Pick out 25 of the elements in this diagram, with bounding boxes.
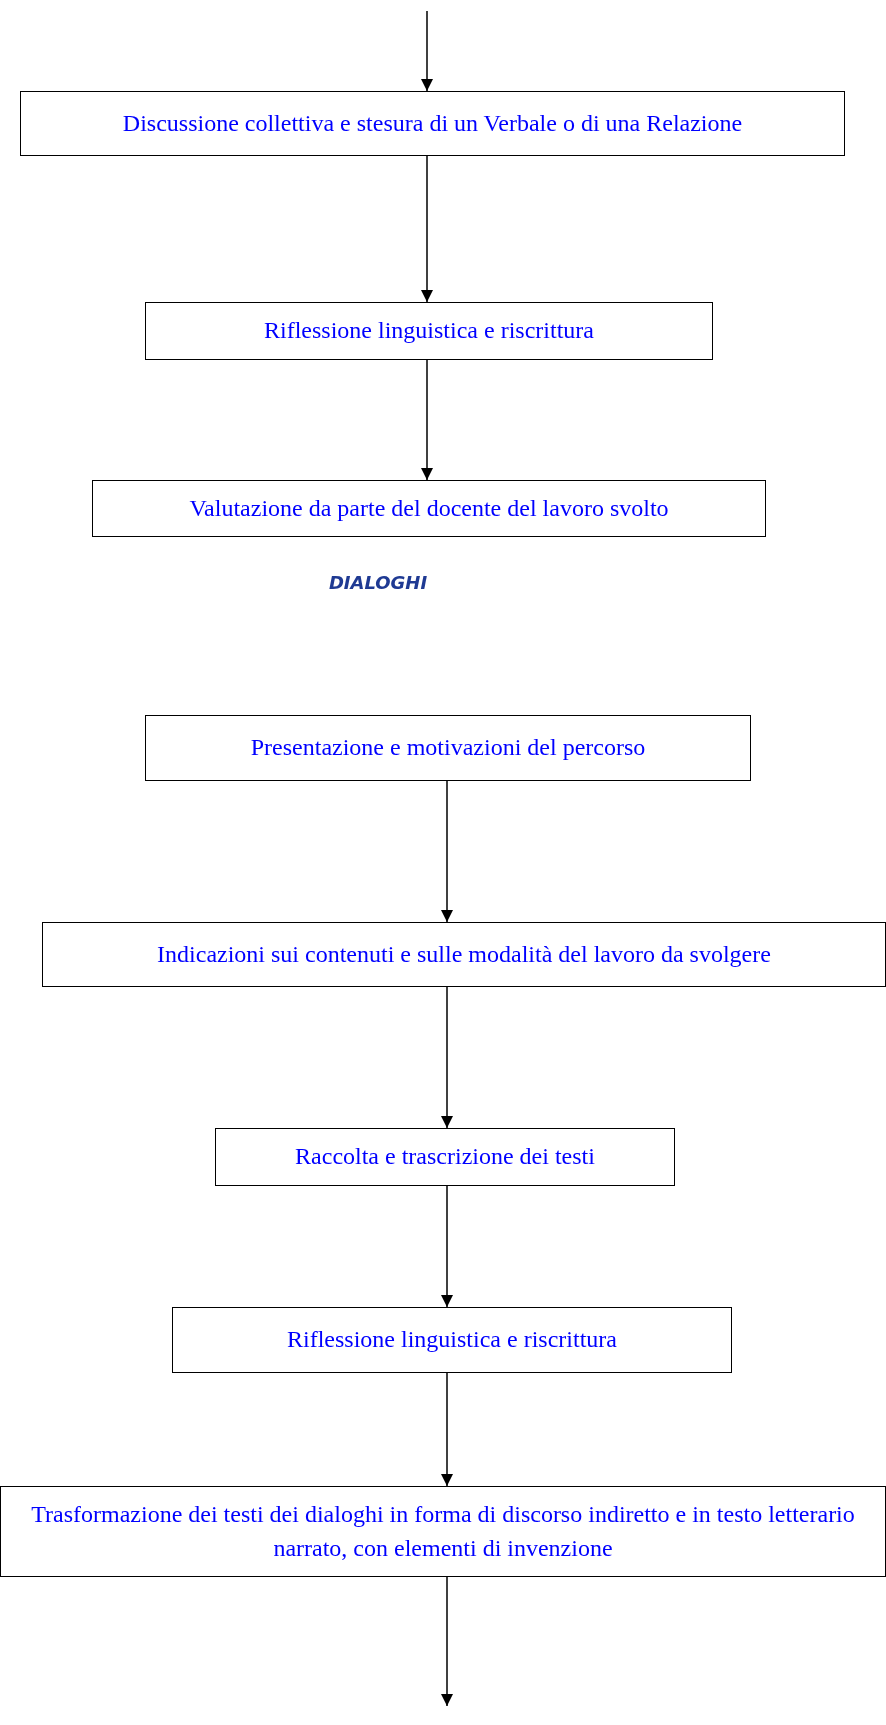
arrow — [441, 986, 453, 1129]
section-heading: DIALOGHI — [328, 572, 428, 593]
process-box — [0, 1486, 886, 1577]
arrow — [441, 1576, 453, 1707]
arrow — [421, 10, 433, 92]
step-text: Trasformazione dei testi dei dialoghi in forma di discorso indiretto e in testo letterario narrato, con elementi di invenzione — [30, 1499, 856, 1563]
step-text: Indicazioni sui contenuti e sulle modalità del lavoro da svolgere — [157, 939, 771, 969]
arrow — [441, 1185, 453, 1308]
process-box — [145, 715, 751, 781]
process-box — [20, 91, 845, 156]
process-box — [172, 1307, 732, 1373]
arrow — [441, 780, 453, 923]
arrow — [421, 359, 433, 481]
arrow — [441, 1372, 453, 1487]
arrow — [421, 155, 433, 303]
step-text: Raccolta e trascrizione dei testi — [295, 1142, 595, 1172]
step-text: Riflessione linguistica e riscrittura — [287, 1325, 617, 1355]
step-text: Valutazione da parte del docente del lavoro svolto — [189, 493, 669, 523]
step-text: Riflessione linguistica e riscrittura — [264, 316, 594, 346]
step-text: Presentazione e motivazioni del percorso — [250, 733, 646, 763]
process-box — [145, 302, 713, 360]
process-box — [92, 480, 766, 537]
step-text: Discussione collettiva e stesura di un Verbale o di una Relazione — [122, 108, 743, 138]
process-box — [215, 1128, 675, 1186]
process-box — [42, 922, 886, 987]
